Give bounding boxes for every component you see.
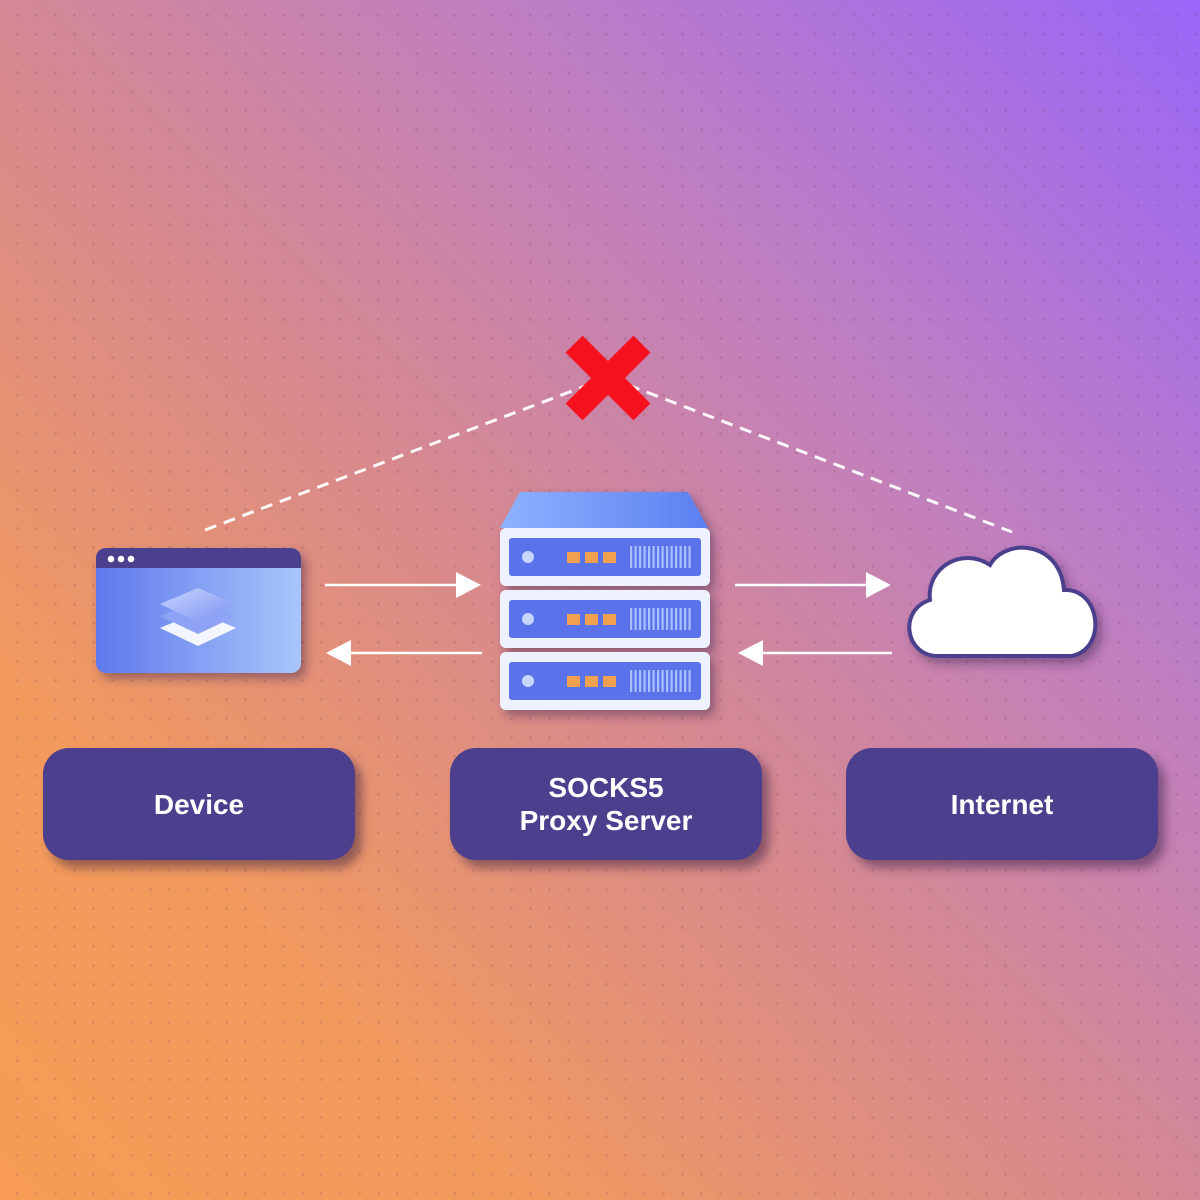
response-arrow-internet-to-proxy <box>738 640 892 666</box>
device-label: Device <box>153 788 245 820</box>
red-cross-icon <box>565 335 651 421</box>
proxy-label-box: SOCKS5 Proxy Server <box>450 748 762 860</box>
internet-label-box: Internet <box>846 748 1158 860</box>
request-arrow-device-to-proxy <box>325 572 481 598</box>
proxy-label-line1: SOCKS5 <box>548 772 664 803</box>
server-unit-2 <box>500 590 710 648</box>
request-arrow-proxy-to-internet <box>735 572 891 598</box>
server-unit-3 <box>500 652 710 710</box>
server-rack-icon <box>500 492 710 710</box>
proxy-label-line2: Proxy Server <box>519 805 693 836</box>
response-arrow-proxy-to-device <box>326 640 482 666</box>
cloud-icon <box>907 545 1098 658</box>
internet-label: Internet <box>950 788 1054 820</box>
device-label-box: Device <box>43 748 355 860</box>
server-unit-1 <box>500 528 710 586</box>
browser-window-layers-icon <box>96 548 301 673</box>
blocked-direct-path <box>204 383 1013 534</box>
